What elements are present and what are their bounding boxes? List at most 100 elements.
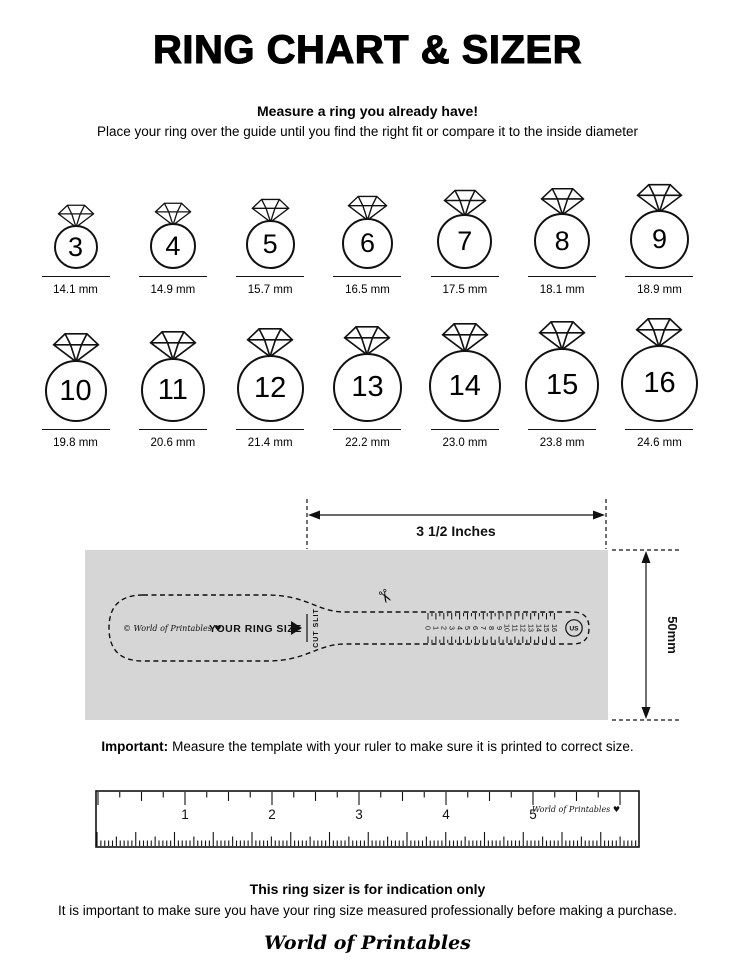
diamond-icon: [538, 321, 586, 351]
sizer-template-figure: 3 1/2 Inches 50mm CUT SLIT © World of Pr…: [85, 499, 680, 721]
diamond-icon: [347, 195, 388, 221]
ring-icon: 16: [620, 314, 698, 422]
ring-size-item: 8 18.1 mm: [515, 179, 609, 296]
ring-divider: [138, 429, 207, 430]
ring-size-item: 11 20.6 mm: [126, 314, 220, 449]
ring-diameter-label: 16.5 mm: [345, 284, 390, 296]
svg-text:14: 14: [534, 624, 543, 632]
ring-icon: 10: [44, 314, 107, 422]
width-dimension-label: 3 1/2 Inches: [416, 523, 496, 539]
ring-icon: 13: [332, 314, 402, 422]
page-title: RING CHART & SIZER: [152, 27, 582, 72]
dim-arrow-right-icon: [593, 510, 605, 520]
intro-heading: Measure a ring you already have!: [257, 103, 478, 119]
sizer-scale-ticks: [427, 613, 555, 643]
ring-divider: [625, 276, 694, 277]
ring-band: 16: [620, 345, 698, 422]
ring-size-item: 6 16.5 mm: [320, 179, 414, 296]
sizer-cutout-outline: [108, 594, 590, 662]
ring-divider: [236, 429, 305, 430]
ring-size-number: 12: [254, 372, 287, 404]
ring-size-number: 13: [351, 371, 384, 403]
ring-size-item: 14 23.0 mm: [418, 314, 512, 449]
diamond-icon: [441, 323, 489, 353]
ring-icon: 15: [525, 314, 600, 422]
us-circle: [565, 619, 583, 637]
ring-size-number: 16: [643, 367, 676, 399]
ring-row: 10 19.8 mm 11: [29, 314, 707, 449]
ring-band: 15: [525, 348, 600, 422]
dim-arrow-down-icon: [641, 707, 651, 719]
svg-text:5: 5: [529, 807, 537, 822]
diamond-icon: [51, 333, 100, 363]
svg-text:11: 11: [511, 624, 520, 631]
ruler-border: [95, 790, 640, 848]
ring-figure: 8: [534, 187, 591, 269]
ring-size-item: 5 15.7 mm: [223, 179, 317, 296]
brand-logo: World of Printables: [264, 932, 471, 954]
ring-size-number: 4: [165, 230, 181, 261]
ring-size-item: 4 14.9 mm: [126, 179, 220, 296]
svg-text:15: 15: [542, 624, 551, 632]
ring-size-number: 9: [651, 224, 667, 254]
ring-row: 3 14.1 mm 4: [29, 179, 707, 296]
ring-icon: 9: [629, 179, 689, 269]
ring-icon: 6: [341, 179, 393, 269]
ring-size-number: 15: [546, 368, 579, 401]
height-dimension: [612, 549, 680, 721]
ring-diameter-label: 23.8 mm: [539, 437, 585, 449]
ring-size-number: 3: [67, 231, 84, 262]
intro-text: Place your ring over the guide until you…: [96, 124, 639, 139]
ring-divider: [333, 429, 402, 430]
ring-band: 8: [534, 213, 591, 269]
ring-figure: 14: [428, 322, 501, 422]
ring-divider: [41, 429, 110, 430]
cut-slit-label: CUT SLIT: [313, 608, 320, 648]
diamond-icon: [154, 202, 192, 226]
diamond-icon: [246, 328, 294, 358]
ring-band: 4: [149, 223, 196, 269]
ring-size-number: 7: [457, 226, 473, 256]
svg-text:7: 7: [479, 626, 488, 630]
ring-icon: 3: [53, 179, 98, 269]
ring-diameter-label: 14.9 mm: [150, 284, 196, 296]
diamond-icon: [250, 198, 290, 223]
ring-diameter-label: 21.4 mm: [247, 437, 293, 449]
svg-text:9: 9: [495, 626, 504, 630]
ring-figure: 13: [332, 325, 402, 422]
svg-text:0: 0: [424, 626, 433, 630]
ring-divider: [528, 276, 597, 277]
svg-text:2: 2: [440, 626, 449, 630]
ring-divider: [333, 276, 402, 277]
svg-text:1: 1: [181, 807, 189, 822]
diamond-icon: [343, 326, 392, 356]
ring-diameter-label: 20.6 mm: [150, 437, 196, 449]
page: { "header": { "title": "RING CHART & SIZ…: [0, 27, 735, 979]
svg-text:3: 3: [355, 807, 363, 822]
svg-text:12: 12: [519, 624, 528, 632]
diamond-icon: [539, 187, 585, 216]
ring-divider: [138, 276, 207, 277]
ring-figure: 4: [149, 202, 196, 269]
ring-icon: 7: [437, 179, 493, 269]
ring-figure: 5: [245, 198, 295, 269]
height-dimension-label: 50mm: [665, 616, 680, 654]
svg-text:4: 4: [442, 807, 450, 822]
svg-text:4: 4: [455, 626, 464, 630]
ring-size-number: 11: [157, 373, 188, 406]
ring-icon: 12: [236, 314, 304, 422]
ring-size-item: 9 18.9 mm: [612, 179, 706, 296]
ring-figure: 6: [341, 195, 393, 269]
ring-band: 3: [53, 225, 98, 269]
ring-band: 13: [332, 353, 402, 422]
ring-diameter-label: 22.2 mm: [345, 437, 390, 449]
ring-icon: 5: [245, 179, 295, 269]
svg-text:6: 6: [471, 626, 480, 630]
ring-diameter-label: 14.1 mm: [53, 284, 98, 296]
svg-text:16: 16: [550, 624, 559, 632]
dim-arrow-up-icon: [641, 551, 651, 563]
ring-divider: [430, 429, 499, 430]
svg-text:13: 13: [526, 624, 535, 632]
